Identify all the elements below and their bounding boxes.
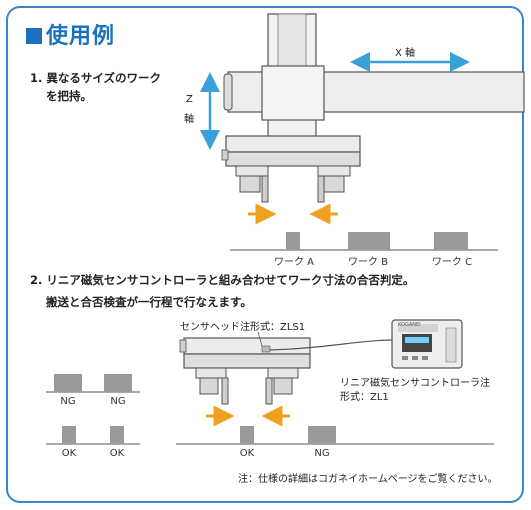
controller-label-2: 形式：ZL1	[340, 392, 389, 403]
work-ng-1	[54, 374, 82, 392]
sensor-head-label: センサヘッド注形式：ZLS1	[180, 322, 306, 333]
square-icon	[26, 28, 42, 44]
work-b	[348, 232, 390, 250]
ng-label-2: NG	[110, 396, 126, 407]
work-c-label: ワーク C	[431, 257, 473, 268]
section2-text-1: 2. リニア磁気センサコントローラと組み合わせてワーク寸法の合否判定。	[30, 273, 415, 287]
ng-label-1: NG	[60, 396, 76, 407]
section1-text-1: 1. 異なるサイズのワーク	[30, 71, 162, 85]
ok-label-1: OK	[61, 448, 77, 459]
controller	[391, 319, 463, 369]
work-c	[434, 232, 468, 250]
footnote: 注：仕様の詳細はコガネイホームページをご覧ください。	[238, 474, 498, 485]
work-a-label: ワーク A	[273, 257, 315, 268]
section1-text-2: を把持。	[46, 89, 92, 103]
ok-label-2: OK	[109, 448, 125, 459]
z-axis-label-1: Z	[186, 94, 193, 105]
z-axis-label-2: 軸	[184, 114, 194, 125]
work-ok-3	[240, 426, 254, 444]
controller-label-1: リニア磁気センサコントローラ注	[340, 378, 490, 389]
x-axis-label: X 軸	[395, 48, 416, 59]
page-title: 使用例	[26, 18, 115, 50]
gripper-1	[221, 135, 361, 203]
gripper-2	[179, 337, 311, 405]
sensor-cable	[269, 339, 393, 351]
work-ng-2	[104, 374, 132, 392]
ok-label-3: OK	[239, 448, 255, 459]
work-b-label: ワーク B	[347, 257, 389, 268]
controller-brand: KOGANEI	[398, 322, 421, 328]
sensor-leader-line	[257, 331, 263, 347]
ng-label-3: NG	[314, 448, 330, 459]
work-ok-1	[62, 426, 76, 444]
section2-text-2: 搬送と合否検査が一行程で行なえます。	[46, 295, 252, 309]
work-ok-2	[110, 426, 124, 444]
work-a	[286, 232, 300, 250]
work-ng-3	[308, 426, 336, 444]
x-axis-rail	[223, 65, 525, 121]
